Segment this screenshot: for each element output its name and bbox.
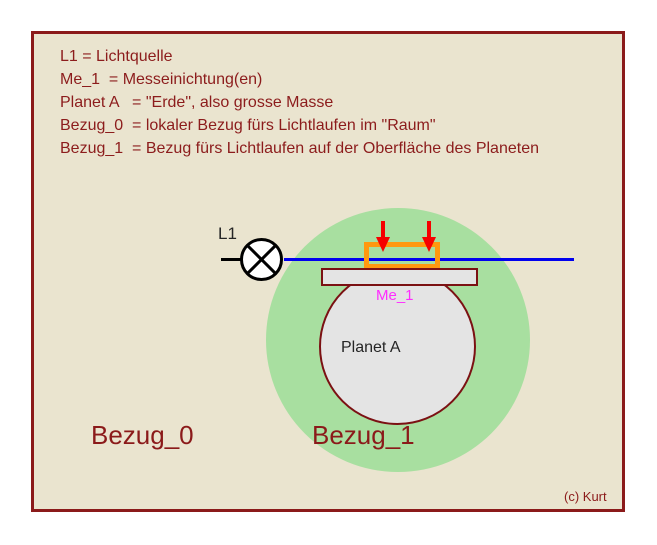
down-arrow-right-icon (422, 221, 436, 255)
planet-label: Planet A (341, 339, 401, 356)
light-source-icon (239, 237, 284, 282)
measuring-device-box (364, 242, 440, 269)
legend-block: L1 = Lichtquelle Me_1 = Messeinichtung(e… (60, 45, 600, 160)
legend-line-planet-a: Planet A = "Erde", also grosse Masse (60, 94, 334, 111)
schematic-drawing: Planet A L1 Me_1 Bezug_0 Bezug_ (34, 34, 622, 509)
measuring-device-label: Me_1 (376, 287, 414, 304)
legend-line-bezug-1: Bezug_1 = Bezug fürs Lichtlaufen auf der… (60, 140, 539, 157)
light-beam-blue-segment (284, 258, 574, 261)
reference-frame-inner-label: Bezug_1 (312, 420, 415, 450)
surface-platform-bar (321, 268, 478, 286)
reference-frame-outer-label: Bezug_0 (91, 420, 194, 450)
light-beam-black-segment (221, 258, 253, 261)
planet-circle (319, 268, 476, 425)
down-arrow-left-icon (376, 221, 390, 255)
legend-line-bezug-0: Bezug_0 = lokaler Bezug fürs Lichtlaufen… (60, 117, 436, 134)
light-source-label: L1 (218, 224, 237, 243)
copyright-notice: (c) Kurt (564, 489, 607, 504)
legend-line-me1: Me_1 = Messeinichtung(en) (60, 71, 263, 88)
diagram-panel: L1 = Lichtquelle Me_1 = Messeinichtung(e… (31, 31, 625, 512)
legend-line-l1: L1 = Lichtquelle (60, 48, 173, 65)
